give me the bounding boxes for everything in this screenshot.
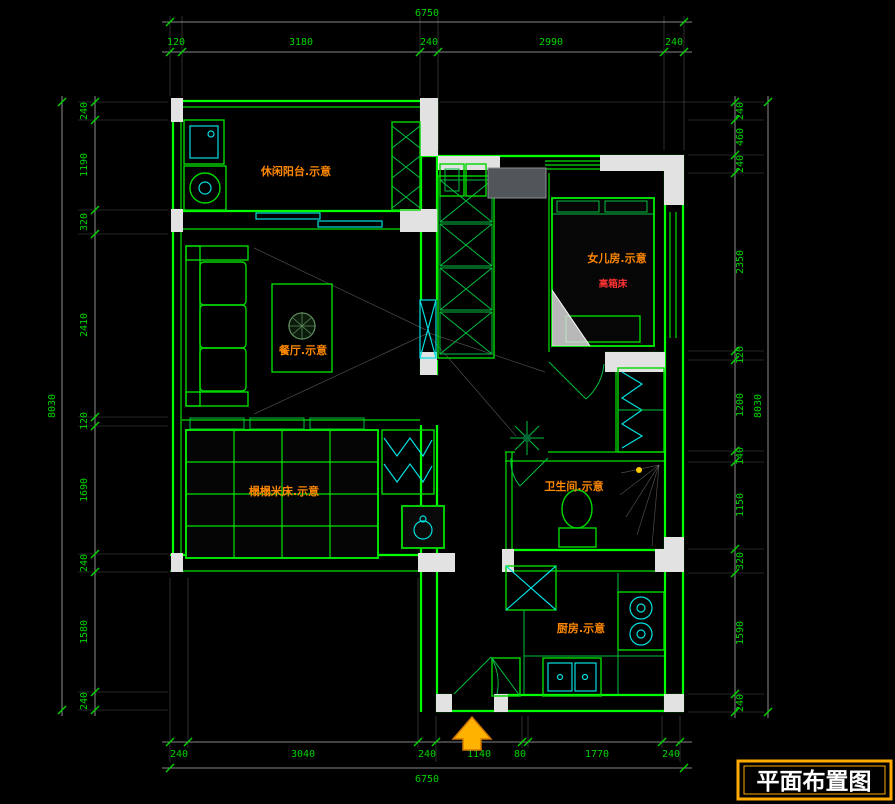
dim-right-4: 120 [735, 346, 746, 364]
sliding-door-icon [255, 212, 383, 228]
tatami-closet-hatch [381, 429, 435, 495]
dim-left-4: 120 [79, 412, 90, 430]
tatami-bed-grid [185, 429, 379, 559]
dim-right-8: 320 [735, 552, 746, 570]
walls [170, 98, 685, 713]
title-block-border [736, 759, 893, 801]
entry-door-icon [453, 656, 499, 695]
hall-washbasin-icon [401, 505, 445, 549]
fridge-icon [491, 657, 521, 697]
dim-top-3: 2990 [539, 37, 563, 48]
dim-bottom-2: 240 [418, 749, 436, 760]
kitchen-sink-icon [542, 657, 602, 697]
room-labels: 休闲阳台.示意 餐厅.示意 榻榻米床.示意 女儿房.示意 高箱床 卫生间.示意 … [249, 164, 647, 635]
sofa-icon [185, 245, 249, 407]
dimensions-left: 240 1190 320 2410 120 1690 240 1580 240 … [47, 96, 100, 716]
dim-right-7: 1150 [735, 493, 746, 517]
dim-top-total: 6750 [415, 8, 439, 19]
dim-right-5: 1200 [735, 393, 746, 417]
label-dining: 餐厅.示意 [278, 343, 327, 357]
dim-left-total: 8030 [47, 394, 58, 418]
bedroom-south-closet-hatch [617, 367, 665, 453]
washing-machine-icon [183, 165, 227, 211]
dim-bottom-0: 240 [170, 749, 188, 760]
dim-top-1: 3180 [289, 37, 313, 48]
room-tatami [185, 429, 445, 559]
dim-top-2: 240 [420, 37, 438, 48]
dimensions-bottom: 240 3040 240 1140 80 1770 240 6750 [162, 737, 692, 785]
dim-bottom-5: 1770 [585, 749, 609, 760]
label-bathroom: 卫生间.示意 [544, 479, 603, 493]
dim-right-2: 240 [735, 155, 746, 173]
dim-bottom-3: 1140 [467, 749, 491, 760]
ceiling-light-icon [636, 467, 642, 473]
toilet-icon [558, 489, 597, 548]
dim-left-2: 320 [79, 213, 90, 231]
dim-left-3: 2410 [79, 313, 90, 337]
desk-icon [487, 167, 547, 199]
room-bedroom [548, 197, 665, 453]
bathroom-door-icon [510, 457, 549, 487]
title-block: 平面布置图 [736, 759, 893, 801]
kitchen-shaft-icon [505, 565, 557, 611]
room-bathroom [510, 457, 660, 548]
stove-icon [617, 591, 665, 651]
dim-left-0: 240 [79, 102, 90, 120]
corridor-cabinets [439, 163, 547, 199]
dim-top-0: 120 [167, 37, 185, 48]
glass-door-icon [419, 299, 437, 359]
corridor [419, 163, 547, 455]
extension-lines [78, 16, 764, 762]
balcony-cabinet-hatch [391, 121, 421, 211]
entry-arrow-icon [451, 715, 493, 751]
dim-right-0: 240 [735, 102, 746, 120]
label-kitchen: 厨房.示意 [557, 621, 605, 635]
dim-right-1: 460 [735, 128, 746, 146]
dim-bottom-4: 80 [514, 749, 526, 760]
shower-spray-icon [619, 464, 660, 547]
label-bed-type: 高箱床 [599, 278, 628, 290]
dim-top-4: 240 [665, 37, 683, 48]
dim-right-10: 240 [735, 694, 746, 712]
dim-left-5: 1690 [79, 478, 90, 502]
bedroom-door-icon [548, 361, 605, 400]
corridor-wardrobe-hatch [437, 175, 495, 359]
dim-left-8: 240 [79, 692, 90, 710]
dim-bottom-1: 3040 [291, 749, 315, 760]
dim-right-6: 140 [735, 447, 746, 465]
dim-left-6: 240 [79, 554, 90, 572]
dimensions-top: 6750 120 3180 240 2990 240 [162, 8, 692, 57]
dim-right-total: 8030 [753, 394, 764, 418]
coffee-table-icon [271, 283, 333, 373]
dim-right-9: 1590 [735, 621, 746, 645]
sight-lines [253, 247, 546, 437]
room-dining [185, 245, 365, 430]
dim-bottom-6: 240 [662, 749, 680, 760]
label-tatami: 榻榻米床.示意 [249, 484, 319, 498]
hall-plant-icon [510, 421, 544, 455]
room-kitchen [453, 565, 665, 697]
dim-bottom-total: 6750 [415, 774, 439, 785]
dim-right-3: 2350 [735, 250, 746, 274]
dim-left-7: 1580 [79, 620, 90, 644]
balcony-sink-icon [183, 119, 225, 165]
dim-left-1: 1190 [79, 153, 90, 177]
dimensions-right: 240 460 240 2350 120 1200 140 1150 320 1… [730, 96, 773, 718]
title-block-label: 平面布置图 [757, 768, 872, 795]
room-balcony [183, 119, 421, 228]
bed-icon [551, 197, 655, 347]
label-bedroom: 女儿房.示意 [587, 251, 646, 265]
label-balcony: 休闲阳台.示意 [260, 164, 331, 178]
